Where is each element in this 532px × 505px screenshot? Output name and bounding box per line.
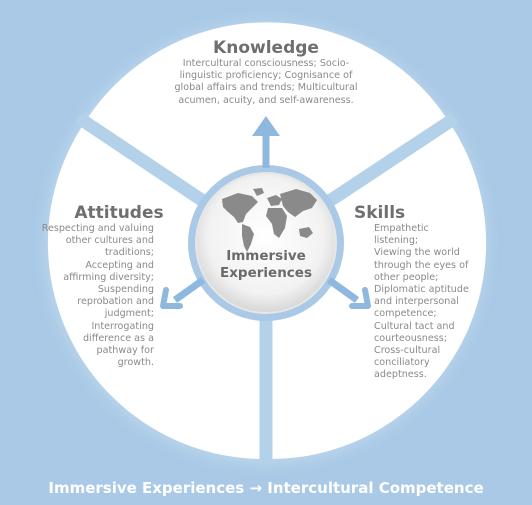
segment-skills — [266, 122, 487, 460]
world-map-icon — [222, 188, 317, 252]
knowledge-description-line: acumen, acuity, and self-awareness. — [178, 94, 354, 106]
skills-description-line: competence; — [374, 308, 437, 320]
knowledge-description-line: linguistic proficiency; Cognisance of — [179, 70, 353, 82]
attitudes-description-line: judgment; — [104, 308, 154, 320]
attitudes-description-line: Suspending — [97, 284, 154, 296]
skills-description-line: adeptness. — [374, 369, 427, 381]
attitudes-description-line: Respecting and valuing — [41, 223, 154, 234]
skills-description-line: Viewing the world — [374, 247, 460, 259]
skills-description-line: other people; — [374, 271, 439, 283]
skills-description-line: Cultural tact and — [374, 320, 455, 332]
attitudes-description-line: difference as a — [82, 332, 154, 344]
attitudes-description-line: other cultures and — [65, 235, 154, 247]
center-label-line: Experiences — [220, 265, 312, 281]
skills-description-line: and interpersonal — [374, 296, 459, 308]
caption: Immersive Experiences → Intercultural Co… — [48, 479, 484, 497]
skills-description-line: Cross-cultural — [374, 345, 441, 357]
skills-description-line: Empathetic listening; — [374, 223, 429, 247]
attitudes-description-line: traditions; — [105, 247, 154, 259]
knowledge-description: Intercultural consciousness; Socio-lingu… — [150, 58, 382, 107]
skills-description-line: courteousness; — [374, 332, 447, 344]
arrow-left — [160, 277, 206, 309]
attitudes-description-line: Interrogating — [91, 320, 154, 332]
arrow-right — [326, 277, 371, 309]
attitudes-description-line: pathway for — [96, 345, 154, 357]
knowledge-title: Knowledge — [213, 38, 319, 58]
center-label-line: Immersive — [226, 248, 306, 264]
skills-description-line: Diplomatic aptitude — [374, 284, 469, 296]
knowledge-description-line: global affairs and trends; Multicultural — [174, 82, 358, 94]
arrow-up — [252, 116, 280, 168]
attitudes-description-line: affirming diversity; — [63, 271, 154, 283]
attitudes-description-line: growth. — [117, 357, 154, 369]
skills-description-line: through the eyes of — [374, 259, 469, 271]
center-circle — [195, 172, 337, 314]
attitudes-title: Attitudes — [74, 203, 164, 223]
knowledge-description-line: Intercultural consciousness; Socio- — [182, 58, 350, 69]
segment-attitudes — [47, 122, 266, 460]
skills-description-line: conciliatory — [374, 357, 430, 369]
attitudes-description-line: reprobation and — [77, 296, 154, 308]
attitudes-description-line: Accepting and — [85, 259, 154, 271]
skills-title: Skills — [354, 203, 406, 223]
